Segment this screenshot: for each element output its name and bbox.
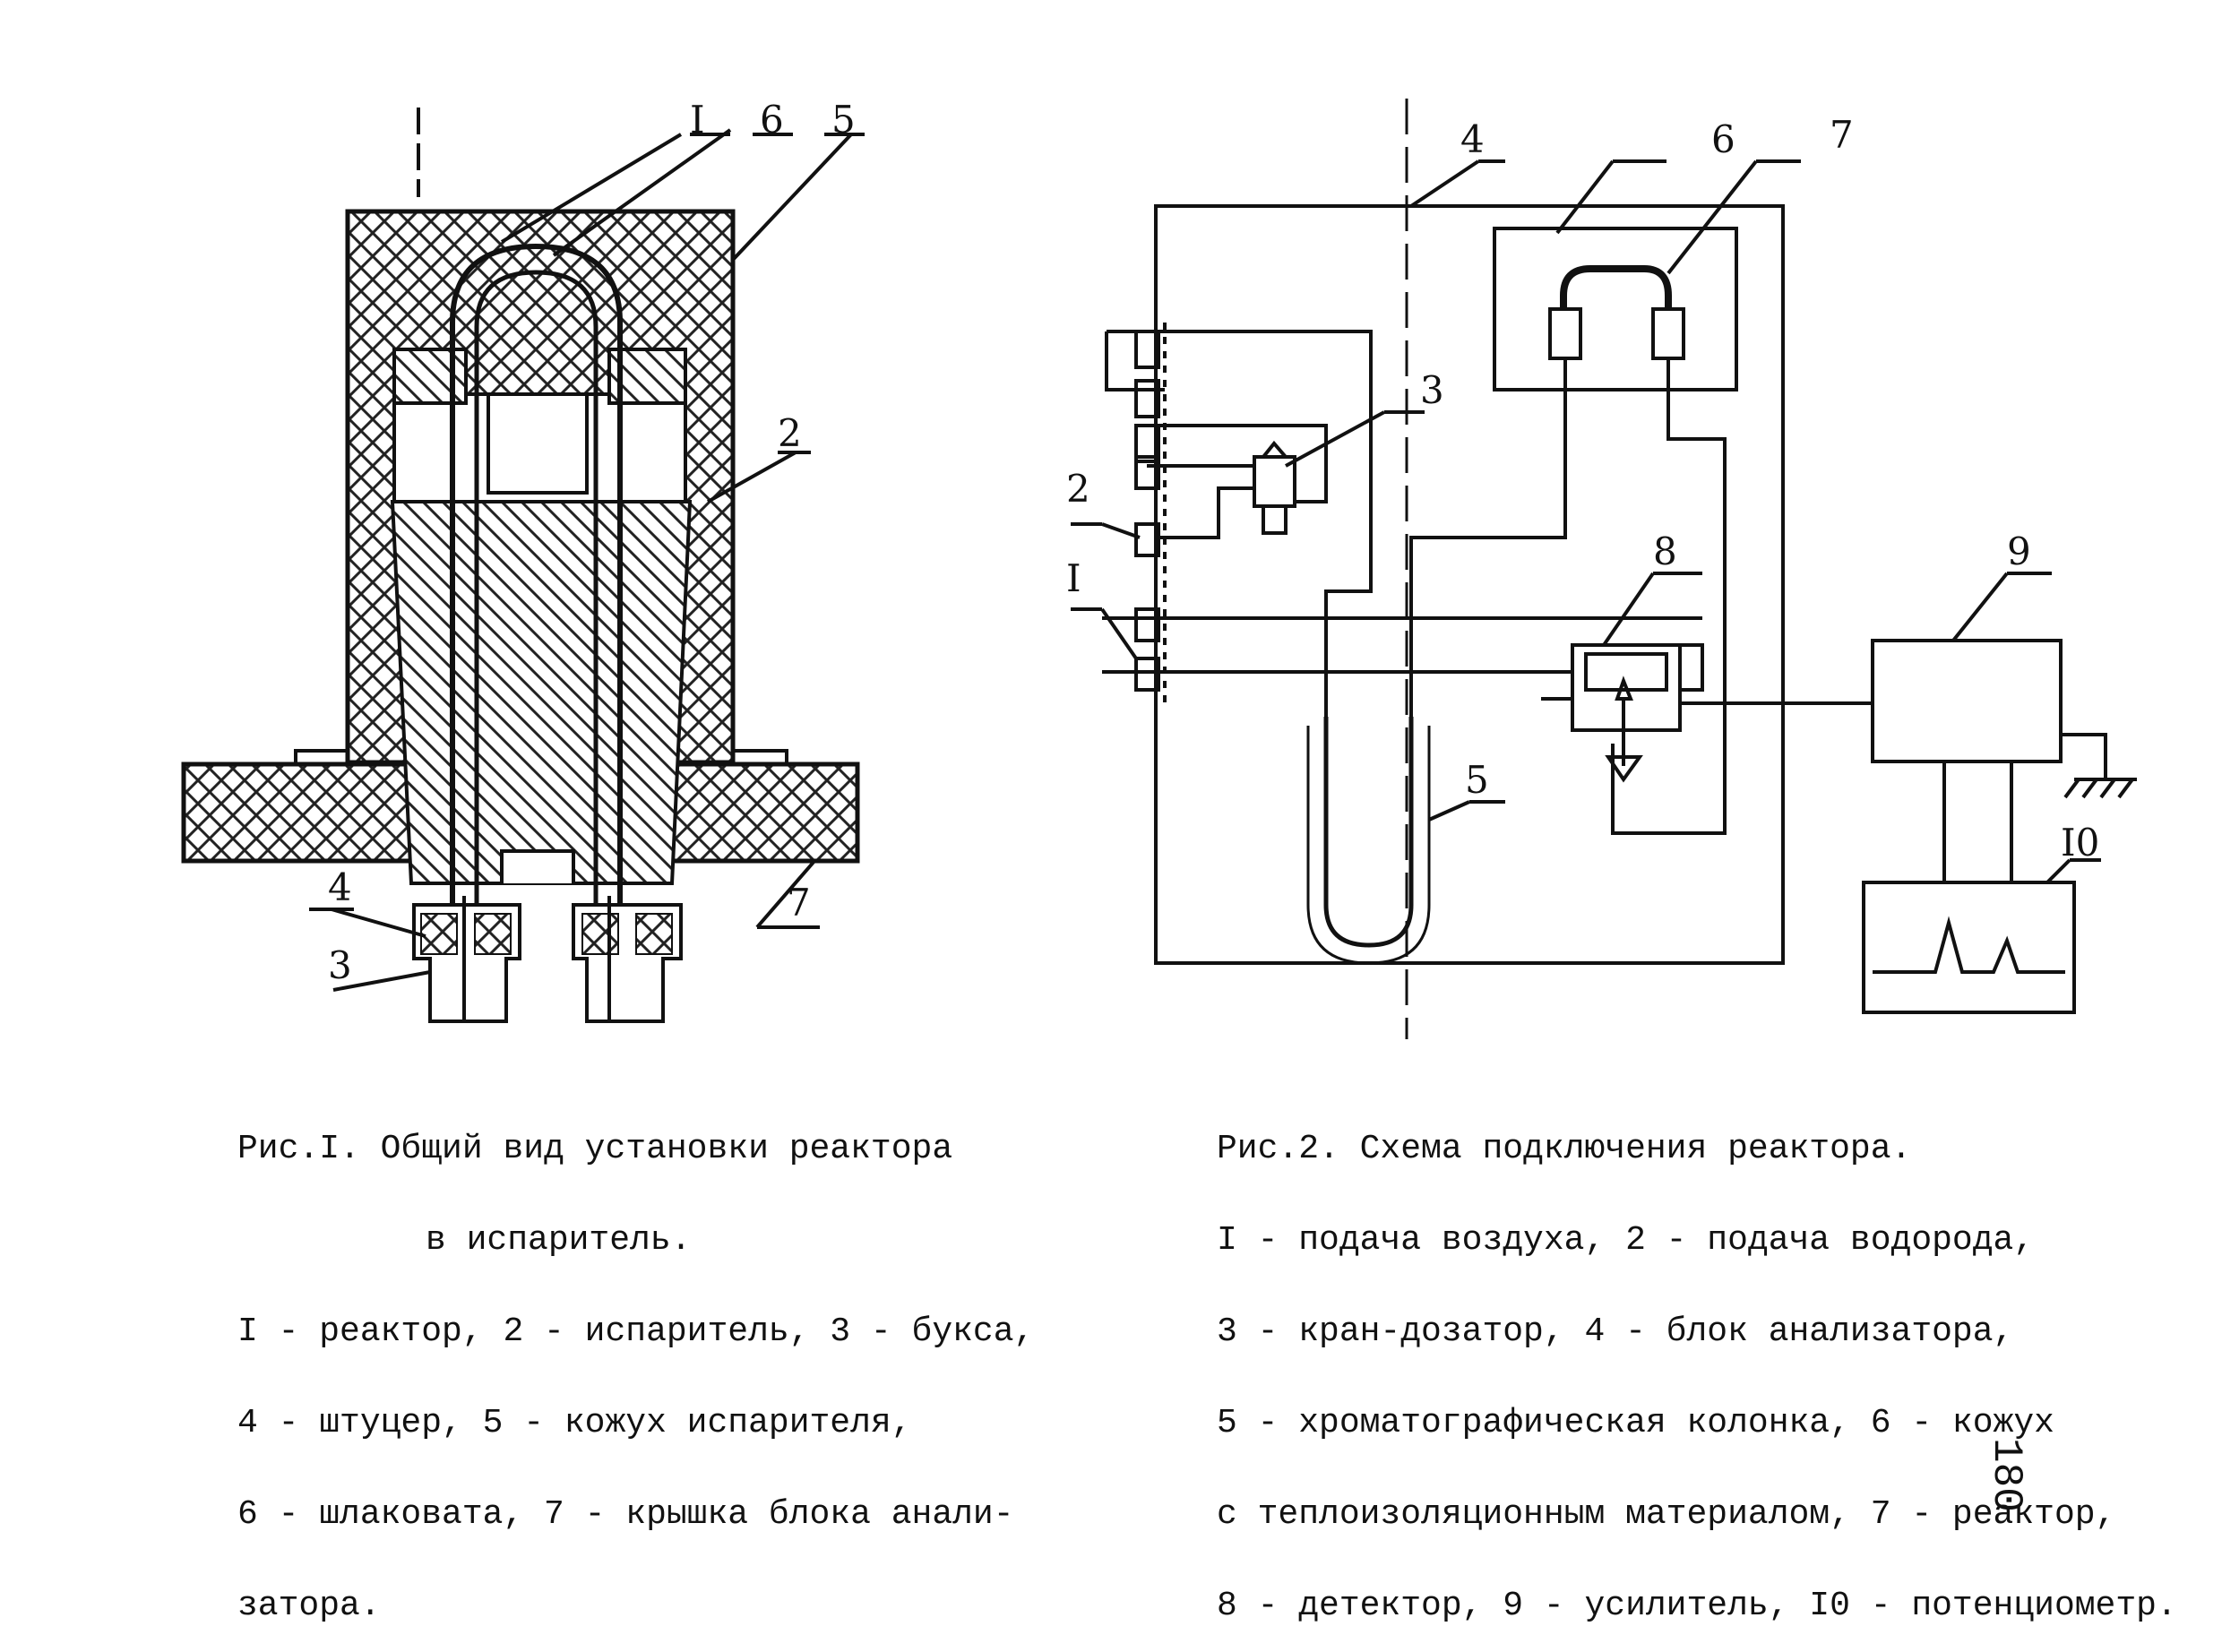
fig2-label-6: 6 bbox=[1711, 117, 1735, 161]
figures-canvas: I 6 5 2 4 3 7 bbox=[181, 98, 2137, 1039]
analyzer-block bbox=[1154, 204, 1785, 965]
fig1-label-2: 2 bbox=[778, 411, 802, 455]
figure-1-caption: Рис.I. Общий вид установки реактора в ис… bbox=[237, 1073, 1034, 1652]
fig2-label-1: I bbox=[1066, 556, 1081, 600]
fig1-label-7: 7 bbox=[787, 881, 811, 925]
figure-2-caption-title: Рис.2. Схема подключения реактора. bbox=[1217, 1130, 1912, 1168]
fig1-label-5: 5 bbox=[831, 98, 856, 142]
figure-2-labels: 4 6 7 3 2 I 8 9 5 I0 bbox=[1066, 113, 2099, 865]
evaporator-body bbox=[390, 500, 693, 885]
reactor-casing bbox=[1493, 227, 1738, 391]
reactor-tube bbox=[1560, 265, 1672, 314]
fig2-label-9: 9 bbox=[2007, 529, 2031, 573]
figure-2-caption-line: I - подача воздуха, 2 - подача водорода, bbox=[1217, 1221, 2035, 1260]
figure-1-caption-line: затора. bbox=[237, 1587, 381, 1625]
u-tube-reactor bbox=[450, 243, 623, 1012]
figure-1-caption-title: Рис.I. Общий вид установки реактора bbox=[237, 1130, 953, 1168]
figure-2-caption-line: с теплоизоляционным материалом, 7 - реак… bbox=[1217, 1495, 2116, 1534]
figure-1-labels: I 6 5 2 4 3 7 bbox=[328, 98, 856, 987]
amplifier bbox=[1871, 639, 2063, 763]
chromatographic-column bbox=[1323, 717, 1414, 948]
fig1-label-1: I bbox=[690, 98, 705, 142]
fig1-label-6: 6 bbox=[760, 98, 784, 142]
figure-2-caption-line: 8 - детектор, 9 - усилитель, I0 - потенц… bbox=[1217, 1587, 2177, 1625]
figure-1-caption-line: I - реактор, 2 - испаритель, 3 - букса, bbox=[237, 1312, 1035, 1351]
fig2-label-2: 2 bbox=[1066, 467, 1090, 511]
page-number: 180 bbox=[1983, 1438, 2029, 1512]
fig2-label-3: 3 bbox=[1420, 368, 1444, 412]
fig2-label-4: 4 bbox=[1460, 117, 1485, 161]
fig2-label-8: 8 bbox=[1653, 529, 1677, 573]
fig2-label-5: 5 bbox=[1465, 758, 1489, 802]
figure-1-caption-line: 4 - штуцер, 5 - кожух испарителя, bbox=[237, 1404, 912, 1442]
figure-1-caption-line: 6 - шлаковата, 7 - крышка блока анали- bbox=[237, 1495, 1014, 1534]
ground-symbol bbox=[2063, 778, 2137, 799]
figure-2-caption-line: 5 - хроматографическая колонка, 6 - кожу… bbox=[1217, 1404, 2054, 1442]
fig2-label-10: I0 bbox=[2061, 821, 2099, 865]
figure-1-caption-title-cont: в испаритель. bbox=[426, 1221, 692, 1260]
figure-2-caption-line: 3 - кран-дозатор, 4 - блок анализатора, bbox=[1217, 1312, 2014, 1351]
figure-1-cross-section bbox=[181, 108, 865, 1023]
detector bbox=[1571, 643, 1682, 732]
figure-2-connection-scheme bbox=[1071, 99, 2137, 1039]
fig1-label-4: 4 bbox=[328, 865, 352, 909]
fig1-label-3: 3 bbox=[328, 943, 352, 987]
potentiometer bbox=[1862, 881, 2076, 1014]
figure-2-caption: Рис.2. Схема подключения реактора. I - п… bbox=[1217, 1073, 2177, 1652]
fig2-label-7: 7 bbox=[1830, 113, 1854, 157]
